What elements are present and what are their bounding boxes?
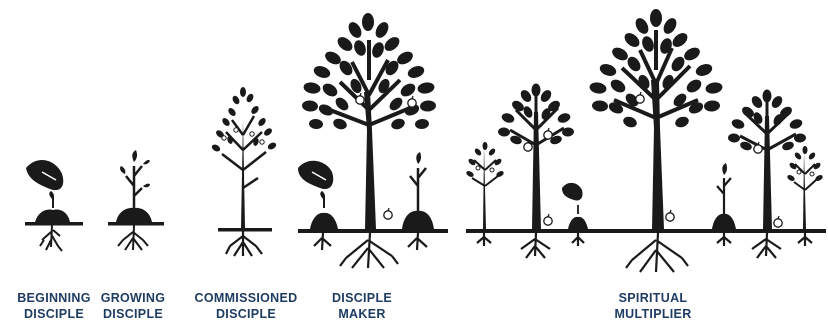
label-commissioned-disciple: COMMISSIONED DISCIPLE [176,290,316,322]
label-line-1: COMMISSIONED [194,291,298,305]
soil-mound-icon [402,210,434,229]
big-tree-trunk [364,92,376,229]
big-tree-canopy [302,13,436,130]
apple-icon [635,91,645,104]
stage-commissioned-illustration [211,87,277,257]
roots-icon [225,231,263,257]
sprout-stem [125,165,143,212]
label-line-1: DISCIPLE [331,291,393,305]
label-line-1: SPIRITUAL [618,291,688,305]
apple-icon [665,209,675,222]
label-line-2: DISCIPLE [23,307,85,321]
soil-mound-icon [568,216,588,229]
seed-icon [562,182,583,201]
ground-line [466,229,826,233]
soil-mound-icon [310,212,338,229]
stage-growing-illustration [108,150,164,251]
apple-icon [773,215,783,228]
apple-icon [407,95,417,108]
apple-icon [355,92,365,105]
label-growing-disciple: GROWING DISCIPLE [63,290,203,322]
label-line-2: DISCIPLE [215,307,277,321]
roots-icon [39,224,63,252]
label-spiritual-multiplier: SPIRITUAL MULTIPLIER [583,290,723,322]
sprout-icon [409,167,427,214]
stage-multiplier-illustration [466,9,826,273]
label-line-1: BEGINNING [17,291,91,305]
apple-icon [383,207,393,220]
apple-icon [543,127,553,140]
young-tree-trunk [241,120,245,228]
stage-maker-illustration [298,13,448,269]
roots-icon [476,232,813,273]
stage-beginning-illustration [25,160,83,252]
young-tree-leaves [211,87,277,152]
ground-line [298,229,448,233]
label-line-2: DISCIPLE [102,307,164,321]
roots-icon [117,224,149,251]
roots-icon [313,232,428,269]
soil-mound-icon [35,209,70,222]
label-line-2: MAKER [338,307,386,321]
label-line-2: MULTIPLIER [614,307,692,321]
apple-icon [543,213,553,226]
label-line-1: GROWING [100,291,166,305]
label-beginning-disciple: BEGINNING DISCIPLE [0,290,124,322]
soil-mound-icon [712,213,736,229]
soil-mound-icon [116,207,152,222]
label-disciple-maker: DISCIPLE MAKER [292,290,432,322]
seed-icon [26,160,64,191]
